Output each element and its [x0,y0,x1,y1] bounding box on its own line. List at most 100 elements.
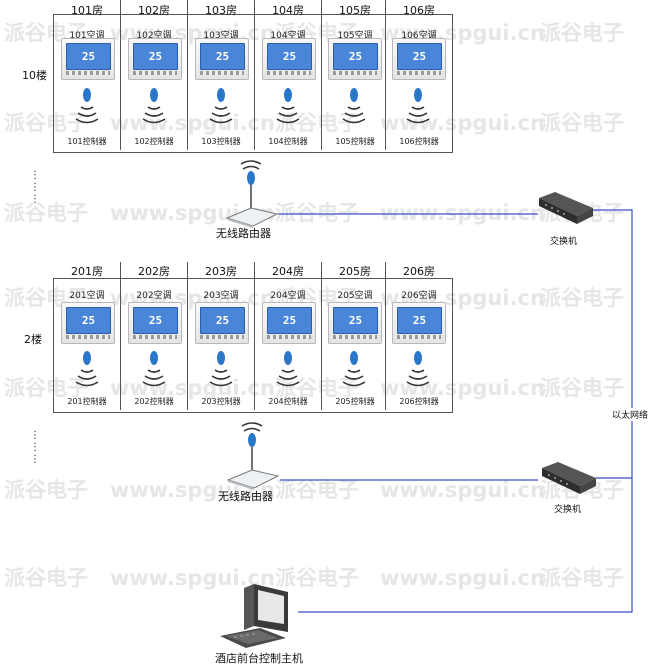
host-label: 酒店前台控制主机 [215,652,303,665]
room-title: 104房 [272,4,304,17]
wireless-signal-icon [209,351,233,387]
thermostat-panel-icon: 25 [61,38,115,80]
watermark-brand: 派谷电子 [540,21,624,45]
wireless-router-icon [226,422,280,490]
wireless-signal-icon [142,88,166,124]
thermostat-temp: 25 [133,43,178,70]
ethernet-label: 以太网络 [612,408,649,421]
watermark-brand: 派谷电子 [275,478,359,502]
watermark-url: www.spgui.cn [380,111,545,135]
wireless-signal-icon [209,88,233,124]
room-104: 104房 104空调 25 104控制器 [255,0,322,150]
controller-label: 103控制器 [201,137,241,146]
watermark-brand: 派谷电子 [275,376,359,400]
switch-label: 交换机 [550,237,578,247]
room-206: 206房 206空调 25 206控制器 [386,262,450,410]
room-203: 203房 203空调 25 203控制器 [188,262,255,410]
wireless-router-icon [225,160,279,228]
room-201: 201房 201空调 25 201控制器 [54,262,121,410]
ac-label: 105空调 [337,31,373,41]
room-title: 101房 [71,4,103,17]
controller-label: 102控制器 [134,137,174,146]
wireless-signal-icon [406,88,430,124]
ac-label: 106空调 [401,31,437,41]
room-105: 105房 105空调 25 105控制器 [322,0,386,150]
thermostat-temp: 25 [397,307,442,334]
room-106: 106房 106空调 25 106控制器 [386,0,450,150]
floor-2-box [53,278,453,413]
watermark-brand: 派谷电子 [275,201,359,225]
room-title: 204房 [272,265,304,278]
thermostat-temp: 25 [200,307,245,334]
watermark-url: www.spgui.cn [380,376,545,400]
room-102: 102房 102空调 25 102控制器 [121,0,188,150]
ac-label: 202空调 [136,291,172,301]
ac-label: 206空调 [401,291,437,301]
ac-label: 201空调 [69,291,105,301]
watermark-url: www.spgui.cn [380,201,545,225]
watermark-brand: 派谷电子 [275,566,359,590]
thermostat-panel-icon: 25 [195,38,249,80]
watermark-url: www.spgui.cn [110,376,275,400]
ac-label: 104空调 [270,31,306,41]
wireless-signal-icon [342,88,366,124]
room-title: 206房 [403,265,435,278]
controller-label: 206控制器 [399,397,439,406]
room-title: 105房 [339,4,371,17]
thermostat-temp: 25 [66,43,111,70]
thermostat-panel-icon: 25 [262,302,316,344]
network-switch-icon [539,192,593,224]
room-title: 201房 [71,265,103,278]
room-101: 101房 101空调 25 101控制器 [54,0,121,150]
wireless-signal-icon [406,351,430,387]
floor-ellipsis: ⋮⋮⋮ [30,170,40,205]
desktop-computer-icon [220,584,288,648]
thermostat-temp: 25 [200,43,245,70]
thermostat-temp: 25 [397,43,442,70]
wireless-signal-icon [276,88,300,124]
thermostat-temp: 25 [133,307,178,334]
thermostat-panel-icon: 25 [61,302,115,344]
controller-label: 202控制器 [134,397,174,406]
room-202: 202房 202空调 25 202控制器 [121,262,188,410]
thermostat-panel-icon: 25 [392,302,446,344]
room-title: 102房 [138,4,170,17]
controller-label: 105控制器 [335,137,375,146]
ac-label: 101空调 [69,31,105,41]
thermostat-temp: 25 [66,307,111,334]
watermark-brand: 派谷电子 [4,111,88,135]
thermostat-panel-icon: 25 [328,38,382,80]
wireless-signal-icon [276,351,300,387]
wireless-signal-icon [75,88,99,124]
watermark-brand: 派谷电子 [4,478,88,502]
ac-label: 103空调 [203,31,239,41]
watermark-brand: 派谷电子 [540,286,624,310]
ac-label: 205空调 [337,291,373,301]
controller-label: 205控制器 [335,397,375,406]
thermostat-temp: 25 [333,43,378,70]
room-103: 103房 103空调 25 103控制器 [188,0,255,150]
network-switch-icon [542,462,596,494]
thermostat-temp: 25 [267,43,312,70]
ac-label: 203空调 [203,291,239,301]
watermark-brand: 派谷电子 [540,111,624,135]
room-title: 106房 [403,4,435,17]
thermostat-panel-icon: 25 [262,38,316,80]
room-title: 202房 [138,265,170,278]
thermostat-panel-icon: 25 [392,38,446,80]
floor-10-box [53,14,453,153]
floor-2-label: 2楼 [24,333,42,346]
controller-label: 201控制器 [67,397,107,406]
floor-ellipsis: ⋮⋮⋮ [30,430,40,465]
ac-label: 204空调 [270,291,306,301]
router-label: 无线路由器 [216,227,271,240]
room-title: 103房 [205,4,237,17]
watermark-brand: 派谷电子 [540,566,624,590]
wireless-signal-icon [142,351,166,387]
router-label: 无线路由器 [218,490,273,503]
floor-10-label: 10楼 [22,69,47,82]
thermostat-panel-icon: 25 [128,302,182,344]
watermark-url: www.spgui.cn [380,566,545,590]
thermostat-temp: 25 [333,307,378,334]
